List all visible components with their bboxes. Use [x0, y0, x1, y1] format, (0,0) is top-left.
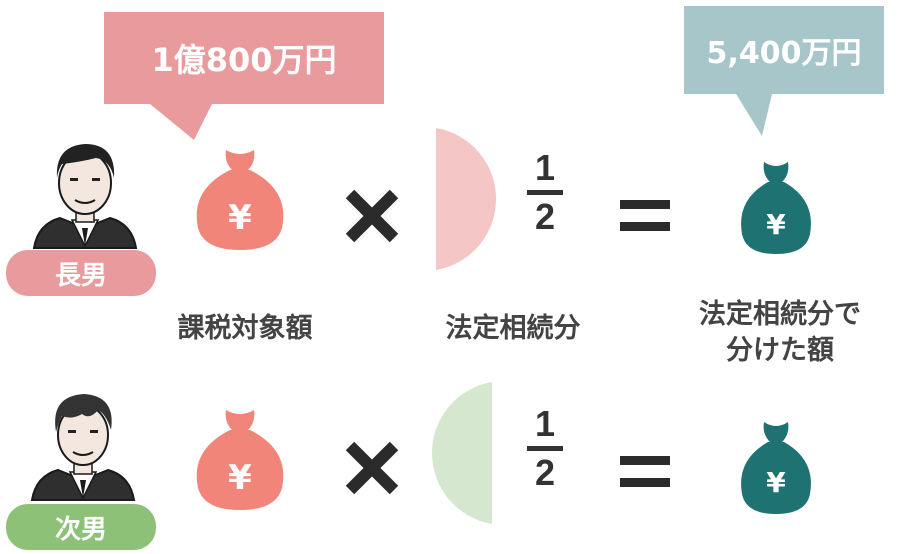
- second-son-avatar: [30, 394, 136, 501]
- yen-symbol: ¥: [228, 198, 252, 238]
- fraction-bar: [527, 446, 563, 451]
- result-label-line2: 分けた額: [726, 335, 834, 366]
- half-circle-green: [431, 382, 492, 524]
- half-circle-pink: [436, 128, 497, 270]
- fraction-row1: 1 2: [523, 148, 567, 237]
- denominator: 2: [534, 452, 556, 493]
- second-son-badge: 次男: [6, 504, 156, 550]
- equals-icon: [620, 200, 670, 231]
- fraction-bar: [527, 190, 563, 195]
- denominator: 2: [534, 196, 556, 237]
- fraction-row2: 1 2: [523, 404, 567, 493]
- yen-symbol: ¥: [766, 465, 786, 499]
- money-bag-result-icon: [741, 422, 811, 514]
- yen-symbol: ¥: [228, 458, 252, 498]
- money-bag-result-icon: [741, 162, 811, 254]
- money-bag-icon: [196, 410, 284, 510]
- result-label-line1: 法定相続分で: [699, 299, 861, 330]
- tax-amount-text: 1億800万円: [151, 41, 337, 79]
- eldest-son-avatar: [32, 144, 138, 249]
- yen-symbol: ¥: [766, 207, 786, 241]
- legal-share-label: 法定相続分: [445, 313, 581, 344]
- numerator: 1: [534, 147, 556, 188]
- numerator: 1: [534, 403, 556, 444]
- taxable-amount-label: 課税対象額: [177, 313, 313, 344]
- money-bag-icon: [196, 150, 284, 250]
- multiply-icon: [345, 189, 399, 243]
- eldest-son-badge: 長男: [6, 250, 156, 296]
- equals-icon: [620, 456, 670, 487]
- share-amount-text: 5,400万円: [706, 36, 862, 71]
- multiply-icon: [345, 441, 399, 495]
